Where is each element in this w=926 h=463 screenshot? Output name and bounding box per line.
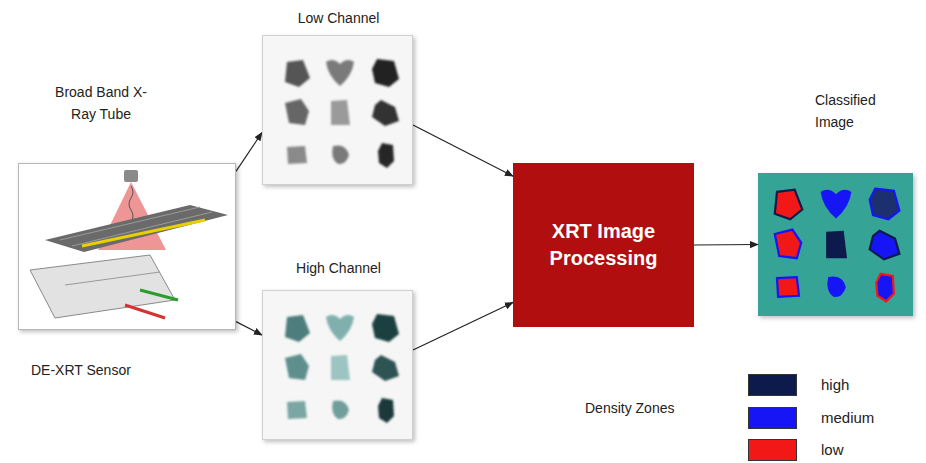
rock [332,145,349,164]
sensor-heading: Broad Band X-Ray Tube [46,82,156,125]
rock [287,146,307,164]
flow-arrow [413,302,513,350]
ejection-chute [30,255,175,318]
sensor-caption: DE-XRT Sensor [31,360,181,382]
flow-arrow [236,133,262,172]
image-ground [758,173,913,316]
flow-arrow [413,125,513,176]
process-box: XRT Image Processing [513,163,694,327]
rock [285,354,309,380]
rock [285,315,310,342]
rock [826,231,847,259]
legend-swatch [748,439,797,461]
rock [378,143,394,168]
xray-tube [124,170,138,182]
tube-cable [129,186,133,222]
chute-edge [65,272,160,285]
legend-text: high [821,374,849,396]
rock [331,100,350,125]
rock [876,274,894,302]
conveyor-belt [45,205,228,252]
image-ground [262,35,413,185]
channel-image: Low Channel [262,35,413,185]
channel-title: High Channel [263,258,414,280]
process-title: XRT Image Processing [513,208,694,282]
legend-text: low [821,439,844,461]
rock [870,231,900,260]
sensor-illustration [18,163,236,330]
flow-arrow [694,244,758,246]
detector-line [82,220,205,246]
legend-swatch [748,407,797,429]
accept-arrow [140,290,178,300]
rock [821,190,852,219]
rock [827,276,846,297]
channel-title: Low Channel [263,8,414,30]
image-ground [262,290,413,440]
sensor-box: Broad Band X-Ray TubeDE-XRT Sensor [18,163,236,330]
rock [285,60,310,87]
classified-image-box: Classified Image [758,173,913,316]
classified-image [758,173,913,316]
rock [378,398,394,423]
image-title: Classified Image [815,90,890,133]
rock [775,230,801,259]
rock [331,355,350,380]
legend-text: medium [821,407,874,429]
rock [287,401,307,419]
high-channel-image [262,290,413,440]
flow-arrow [236,322,262,335]
sensor-panel [18,163,236,330]
rock [372,355,399,381]
low-channel-image [262,35,413,185]
rock [870,189,900,220]
rock [372,314,399,342]
reject-arrow [125,305,165,318]
rock [775,190,803,220]
rock [372,100,399,126]
channel-image: High Channel [262,290,413,440]
rock [332,400,349,419]
legend-title: Density Zones [585,400,674,416]
rock [285,99,309,125]
rock [372,59,399,87]
legend-swatch [748,374,797,396]
rock [326,60,354,86]
belt-stripe [72,212,212,246]
rock [777,277,799,297]
rock [326,315,354,341]
